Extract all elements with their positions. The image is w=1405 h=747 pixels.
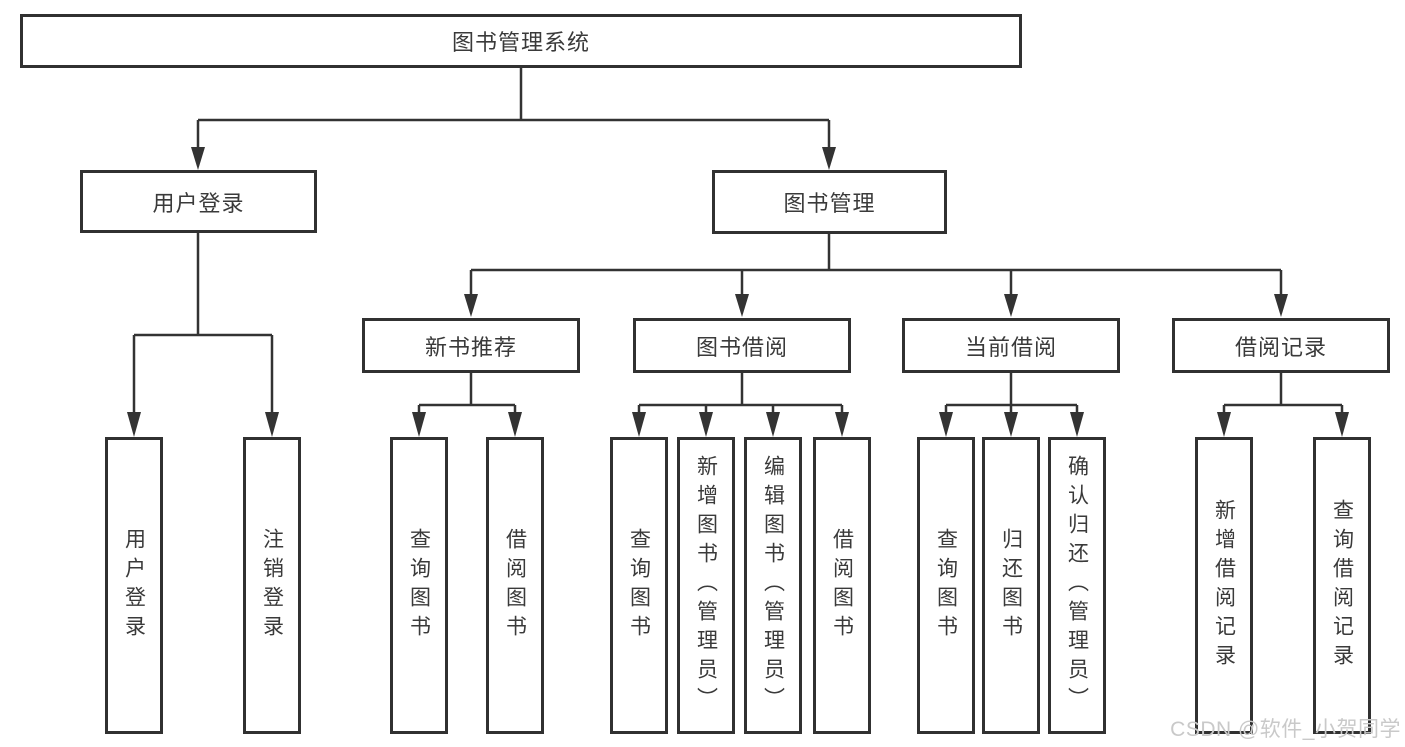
node-label: 查询图书	[407, 527, 431, 644]
node-label: 新增图书（管理员）	[694, 455, 718, 716]
leaf-borrow-add-books-admin: 新增图书（管理员）	[677, 437, 735, 734]
node-label: 当前借阅	[964, 334, 1057, 360]
node-label: 借阅图书	[830, 527, 854, 644]
node-label: 查询图书	[627, 527, 651, 644]
node-label: 新书推荐	[424, 334, 517, 360]
leaf-borrow-edit-books-admin: 编辑图书（管理员）	[744, 437, 802, 734]
csdn-watermark: CSDN @软件_小贺同学	[1170, 718, 1401, 741]
node-label: 查询图书	[934, 527, 958, 644]
node-label: 图书借阅	[695, 334, 788, 360]
node-current-borrowing: 当前借阅	[902, 318, 1120, 373]
node-book-borrowing: 图书借阅	[633, 318, 851, 373]
node-label: 用户登录	[152, 190, 245, 216]
node-root-system: 图书管理系统	[20, 14, 1022, 68]
leaf-current-return-books: 归还图书	[982, 437, 1040, 734]
node-book-management-branch: 图书管理	[712, 170, 947, 234]
leaf-newbook-borrow-books: 借阅图书	[486, 437, 544, 734]
leaf-user-login: 用户登录	[105, 437, 163, 734]
node-label: 用户登录	[122, 527, 146, 644]
node-user-login-branch: 用户登录	[80, 170, 317, 233]
node-label: 归还图书	[999, 527, 1023, 644]
leaf-borrow-query-books: 查询图书	[610, 437, 668, 734]
node-label: 借阅记录	[1234, 334, 1327, 360]
node-label: 编辑图书（管理员）	[761, 455, 785, 716]
node-label: 新增借阅记录	[1212, 498, 1236, 673]
node-label: 图书管理	[783, 191, 876, 216]
node-borrowing-records: 借阅记录	[1172, 318, 1390, 373]
node-label: 查询借阅记录	[1330, 498, 1354, 673]
leaf-logout: 注销登录	[243, 437, 301, 734]
leaf-current-confirm-return-admin: 确认归还（管理员）	[1048, 437, 1106, 734]
node-label: 图书管理系统	[451, 30, 590, 55]
leaf-current-query-books: 查询图书	[917, 437, 975, 734]
node-label: 注销登录	[260, 527, 284, 644]
leaf-records-query-record: 查询借阅记录	[1313, 437, 1371, 734]
node-label: 确认归还（管理员）	[1065, 455, 1089, 716]
leaf-borrow-borrow-books: 借阅图书	[813, 437, 871, 734]
leaf-newbook-query-books: 查询图书	[390, 437, 448, 734]
leaf-records-add-record: 新增借阅记录	[1195, 437, 1253, 734]
node-new-book-recommend: 新书推荐	[362, 318, 580, 373]
node-label: 借阅图书	[503, 527, 527, 644]
